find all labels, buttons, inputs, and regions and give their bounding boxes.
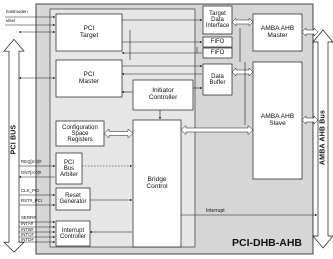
data-buffer-block <box>202 63 233 96</box>
bus-arrow-databuf-slave <box>231 67 254 77</box>
bus-arrow-slave-amba <box>301 115 319 125</box>
fifo2-block <box>202 47 233 59</box>
pci-bus-label: PCI BUS <box>10 124 18 155</box>
clk-label: CLK_PCI <box>21 188 40 193</box>
fifo1-block <box>202 36 233 48</box>
fifo2-label: FIFO <box>210 50 225 56</box>
ahb-slave-block <box>252 61 303 180</box>
reset-block <box>55 187 91 211</box>
amba-bus-arrow <box>312 29 333 249</box>
arbiter-block <box>55 152 83 185</box>
bus-arrow-config <box>103 128 134 139</box>
ahb-master-block <box>252 13 303 52</box>
bus-arrow-master-amba <box>301 27 319 37</box>
intd-label: INTD# <box>21 237 34 242</box>
pci-master-block <box>55 59 123 98</box>
target-data-block <box>202 5 233 35</box>
req-label: REQ[n:0]# <box>21 159 42 164</box>
hostmode-label: hostmoden <box>6 9 28 14</box>
pci-bus-arrow <box>3 38 25 253</box>
fifo1-label: FIFO <box>210 39 225 45</box>
bus-arrow-bridge-slave <box>180 124 254 136</box>
bridge-block <box>132 119 182 248</box>
pci-target-block <box>55 13 123 52</box>
initiator-block <box>132 79 194 111</box>
serr-label: SERR# <box>21 215 36 220</box>
intb-label: INTB# <box>21 227 34 232</box>
inta-label: INTA# <box>21 221 34 226</box>
bus-arrow-target-master <box>231 17 254 27</box>
idsel-label: idsel <box>6 18 16 23</box>
amba-bus-label: AMBA AHB Bus <box>319 109 327 166</box>
interrupt-label: Interrupt <box>206 208 225 214</box>
chip-title: PCI-DHB-AHB <box>232 237 302 249</box>
gnt-label: GNT[n:0]# <box>21 170 42 175</box>
intc-label: INTC# <box>21 232 34 237</box>
rst-label: RST#_PCI <box>21 198 42 203</box>
interrupt-block <box>55 220 91 247</box>
